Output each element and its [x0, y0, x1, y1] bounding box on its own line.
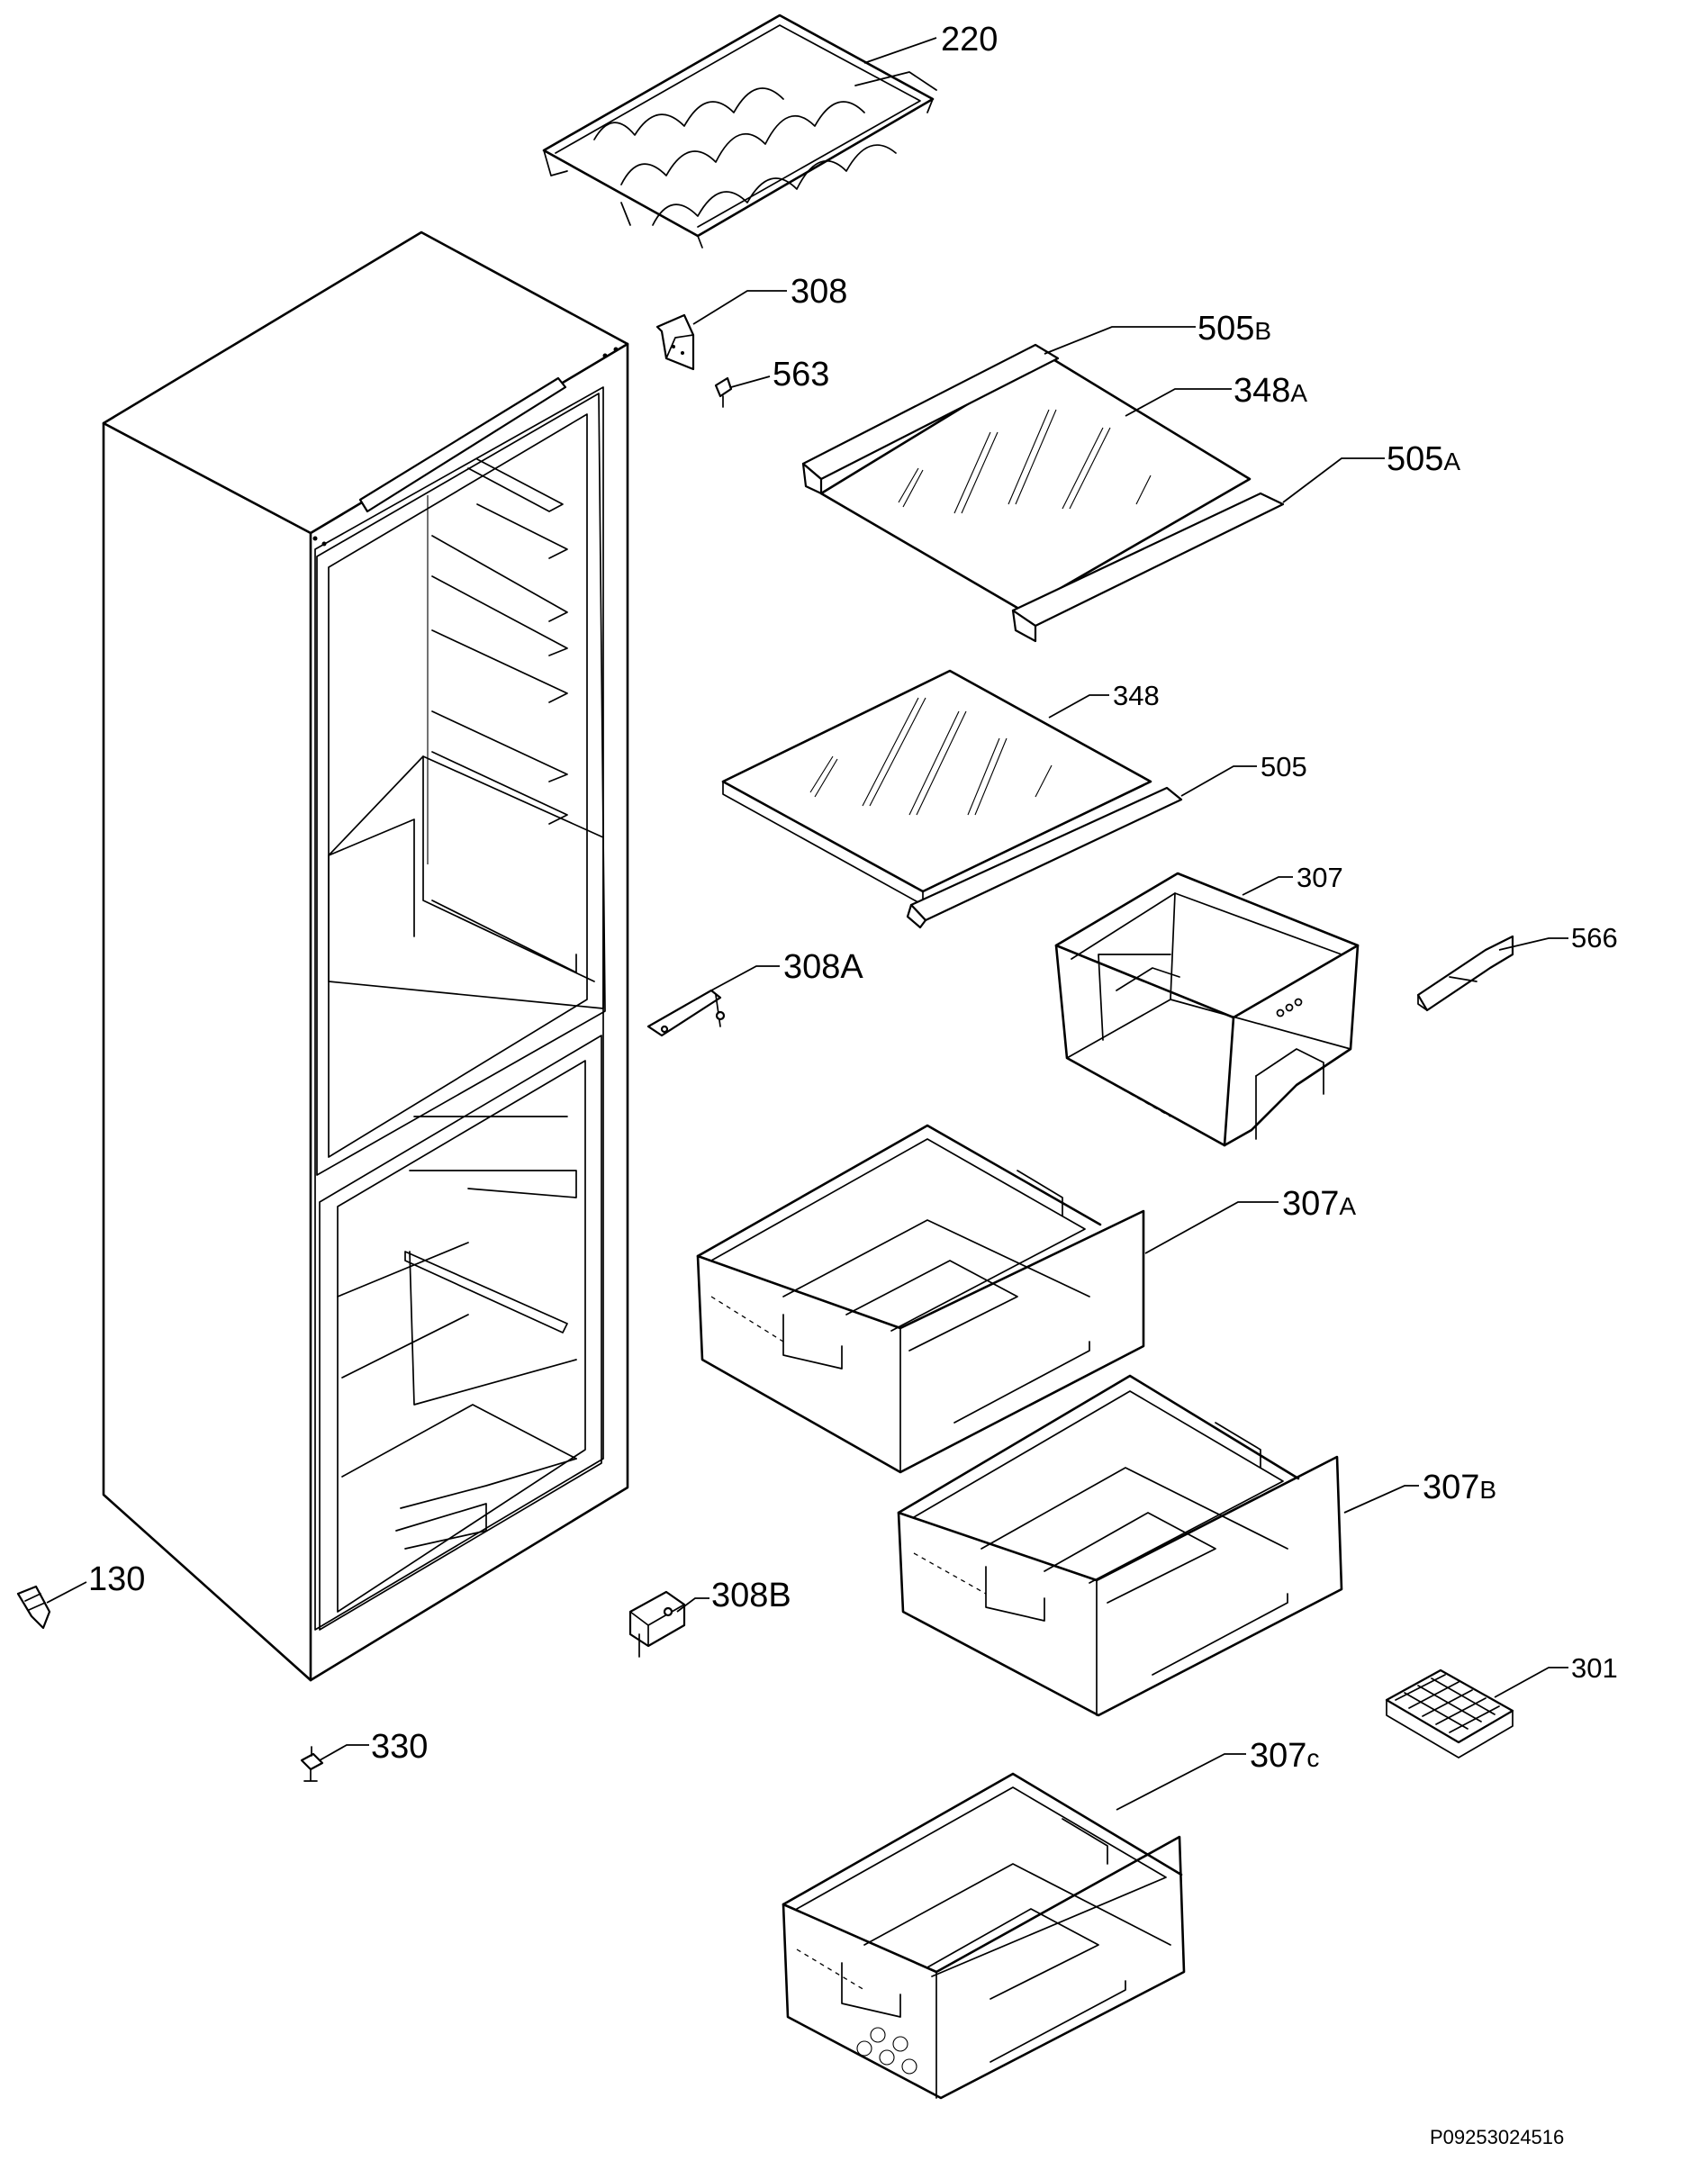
- label-505b: 505B: [1197, 310, 1271, 348]
- leader-220: [863, 37, 937, 64]
- part-348-glass-shelf: [721, 669, 1152, 906]
- part-307-crisper-box: [1054, 872, 1360, 1147]
- part-220-wine-rack: [542, 14, 937, 249]
- part-505a-shelf-trim: [1011, 492, 1285, 643]
- label-505a: 505A: [1387, 440, 1460, 478]
- part-505-shelf-trim: [906, 786, 1183, 929]
- leader-308b: [676, 1597, 709, 1613]
- leader-307c: [1116, 1753, 1246, 1811]
- part-330-leveling-foot: [300, 1746, 324, 1782]
- label-505: 505: [1261, 751, 1307, 782]
- label-330: 330: [371, 1728, 428, 1766]
- part-505b-shelf-trim: [801, 343, 1060, 495]
- leader-505b: [1044, 326, 1196, 355]
- label-220: 220: [941, 21, 998, 59]
- leader-348: [1048, 694, 1109, 719]
- leader-130: [46, 1581, 87, 1604]
- document-id: P09253024516: [1430, 2126, 1564, 2148]
- leader-301: [1494, 1667, 1568, 1698]
- label-307b: 307B: [1423, 1469, 1496, 1506]
- leader-566: [1498, 937, 1568, 951]
- part-348a-glass-shelf: [819, 354, 1252, 612]
- label-130: 130: [88, 1560, 145, 1598]
- leader-348a: [1125, 388, 1232, 417]
- leader-307: [1242, 876, 1293, 896]
- label-301: 301: [1571, 1652, 1618, 1684]
- part-308a-middle-hinge: [646, 989, 726, 1037]
- label-348a: 348A: [1234, 372, 1307, 410]
- leader-308: [692, 290, 787, 325]
- label-348: 348: [1113, 680, 1160, 711]
- leader-308a: [710, 965, 780, 991]
- part-130-foot-clip: [16, 1585, 51, 1630]
- label-307: 307: [1297, 862, 1343, 893]
- part-307a-freezer-drawer: [696, 1124, 1145, 1474]
- label-307a: 307A: [1282, 1185, 1356, 1223]
- part-307b-freezer-drawer: [897, 1374, 1343, 1717]
- part-563-pin: [714, 376, 733, 408]
- leader-505a: [1282, 457, 1385, 503]
- label-308: 308: [791, 273, 847, 311]
- label-563: 563: [773, 356, 829, 393]
- part-307c-freezer-drawer: [782, 1772, 1186, 2100]
- leader-330: [319, 1744, 369, 1761]
- leader-505: [1180, 765, 1257, 797]
- part-566-clip: [1416, 935, 1514, 1012]
- leader-307b: [1343, 1485, 1419, 1514]
- part-301-ice-tray: [1385, 1668, 1514, 1759]
- leader-307a: [1144, 1201, 1279, 1254]
- leader-563: [730, 375, 771, 388]
- part-308b-lower-hinge: [628, 1590, 686, 1658]
- label-308a: 308A: [783, 948, 863, 986]
- refrigerator-cabinet: [102, 231, 629, 1682]
- part-308-hinge-bracket: [655, 313, 695, 371]
- label-308b: 308B: [711, 1577, 791, 1614]
- label-566: 566: [1571, 922, 1618, 954]
- label-307c: 307c: [1250, 1737, 1319, 1775]
